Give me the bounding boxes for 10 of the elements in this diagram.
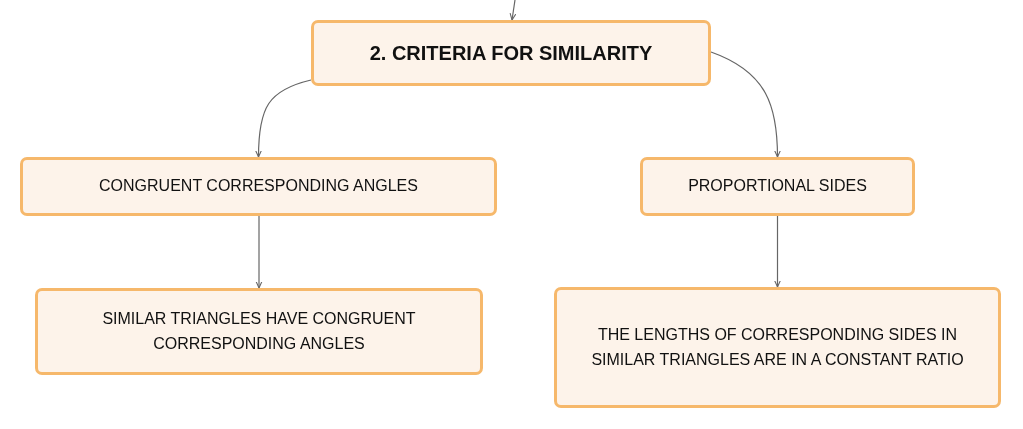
arrow — [774, 215, 781, 288]
concept-box: THE LENGTHS OF CORRESPONDING SIDES IN SIMILAR TRIANGLES ARE IN A CONSTANT RATIO — [554, 287, 1001, 408]
arrow — [255, 215, 263, 289]
heading-box: 2. CRITERIA FOR SIMILARITY — [311, 20, 711, 86]
concept-box: PROPORTIONAL SIDES — [640, 157, 915, 216]
concept-box: CONGRUENT CORRESPONDING ANGLES — [20, 157, 497, 216]
concept-box: SIMILAR TRIANGLES HAVE CONGRUENT CORRESPONDING ANGLES — [35, 288, 483, 375]
arrow — [255, 79, 312, 158]
arrow — [710, 51, 781, 158]
arrow — [509, 0, 517, 21]
